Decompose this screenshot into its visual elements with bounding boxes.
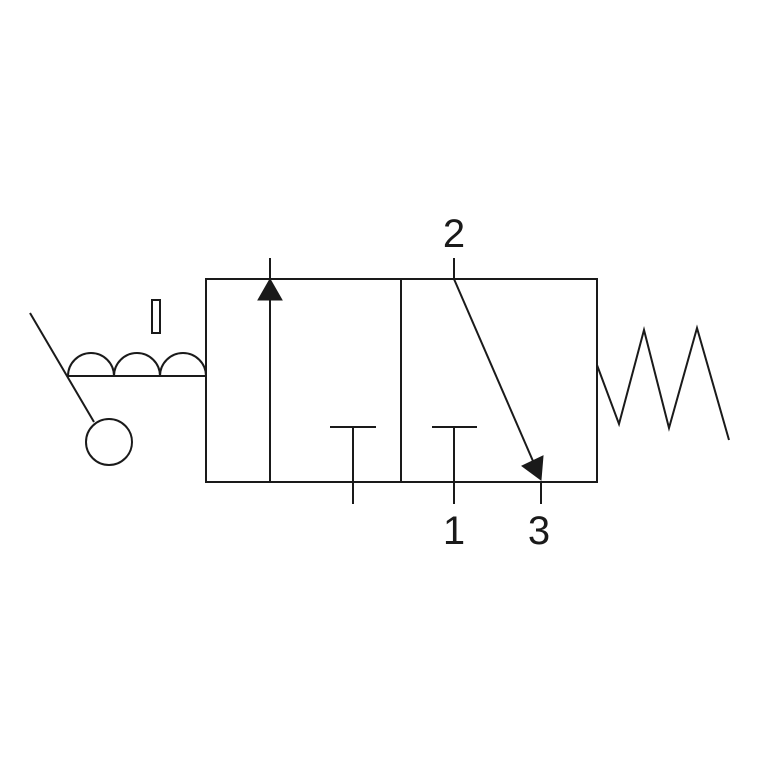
spring-icon [596,324,730,441]
solenoid-indicator-bar [151,299,161,334]
port-1-label: 1 [442,509,466,553]
port-2-label: 2 [442,212,466,256]
port-3-label: 3 [527,509,551,553]
lever-line [29,312,95,423]
flow-arrowhead-up [257,277,283,301]
flow-arrowhead-diagonal [521,455,544,481]
flow-path-diagonal [453,278,537,469]
solenoid-coil-icon [67,352,207,377]
roller-icon [85,418,133,466]
